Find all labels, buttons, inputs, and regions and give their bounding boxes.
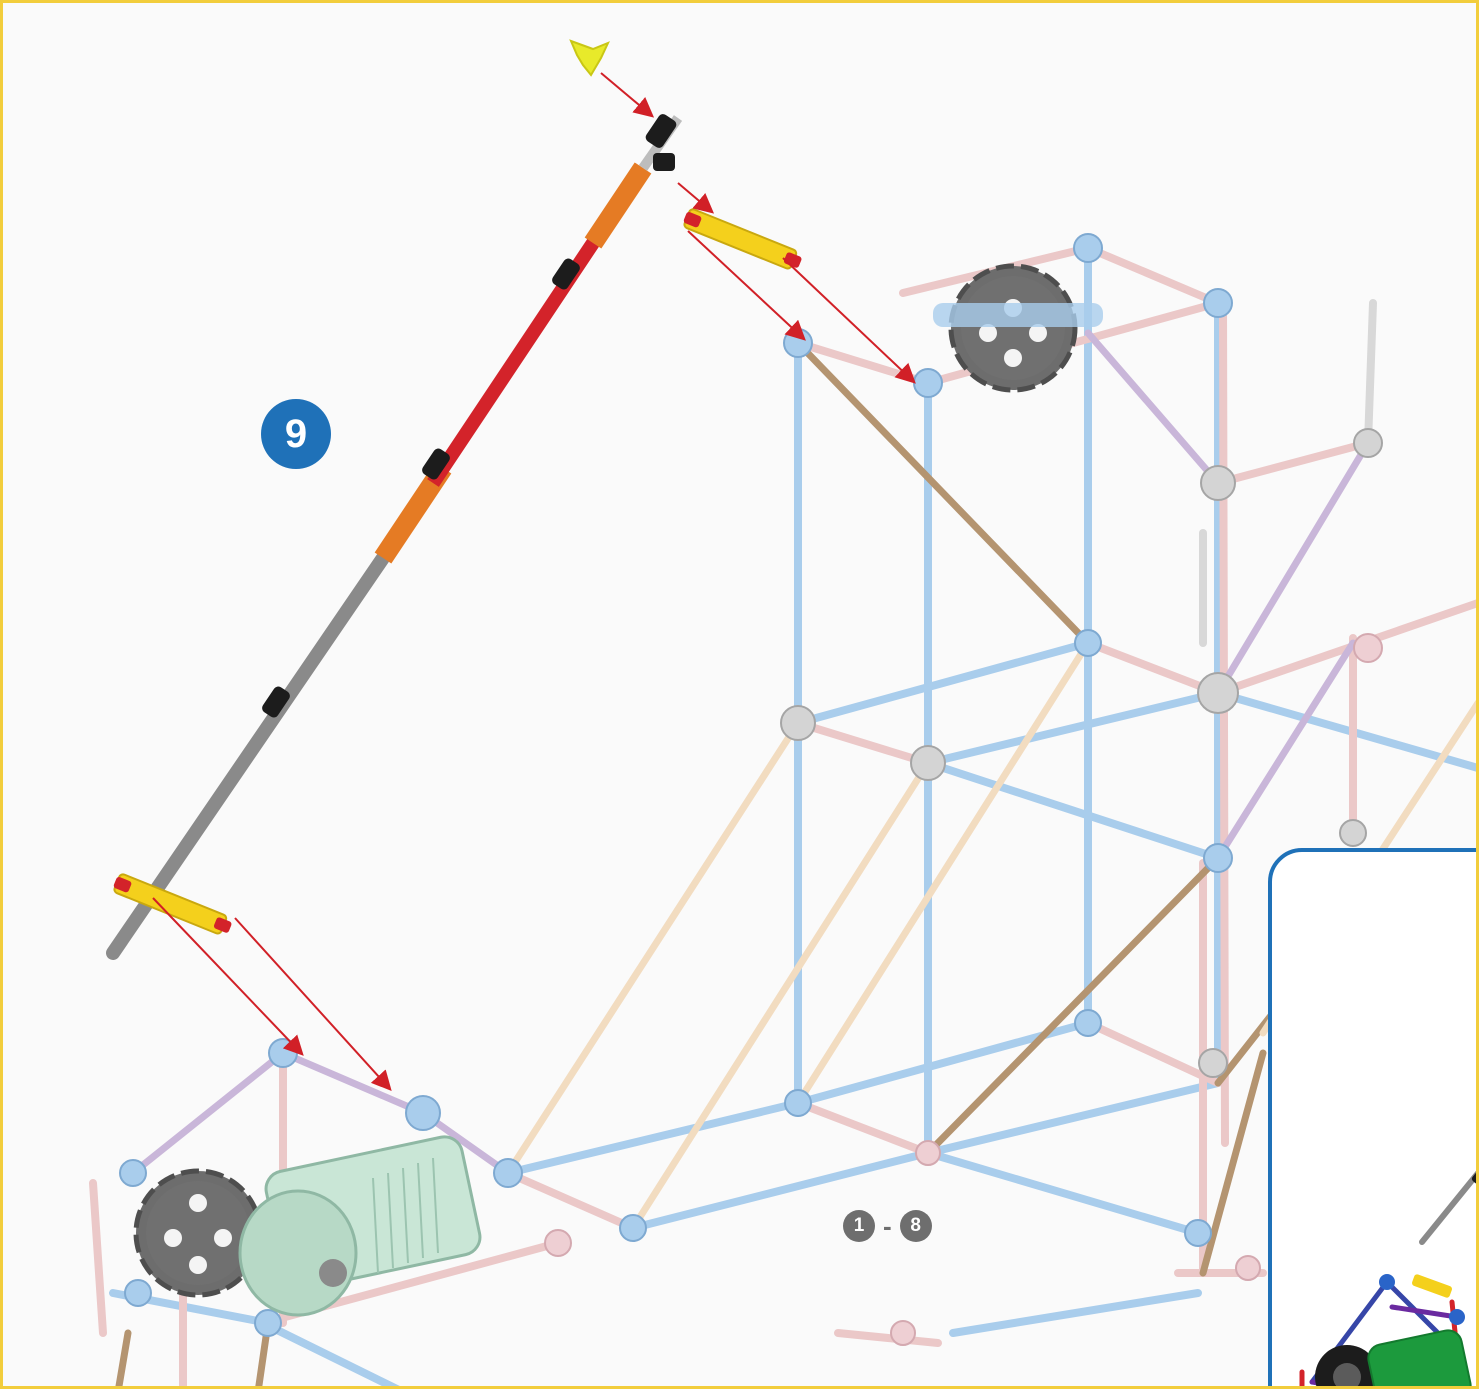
previous-step-start: 1 — [843, 1210, 875, 1242]
motor-icon — [240, 1134, 483, 1315]
completed-model-inset — [1268, 848, 1479, 1389]
step-number: 9 — [285, 412, 307, 457]
range-separator: - — [879, 1211, 896, 1242]
assembly-illustration — [3, 3, 1479, 1389]
completed-model-thumbnail — [1272, 852, 1479, 1389]
step-number-badge: 9 — [261, 399, 331, 469]
previous-step-end: 8 — [900, 1210, 932, 1242]
previous-steps-label: 1 - 8 — [843, 1208, 932, 1244]
k-nex-rod — [113, 112, 678, 953]
